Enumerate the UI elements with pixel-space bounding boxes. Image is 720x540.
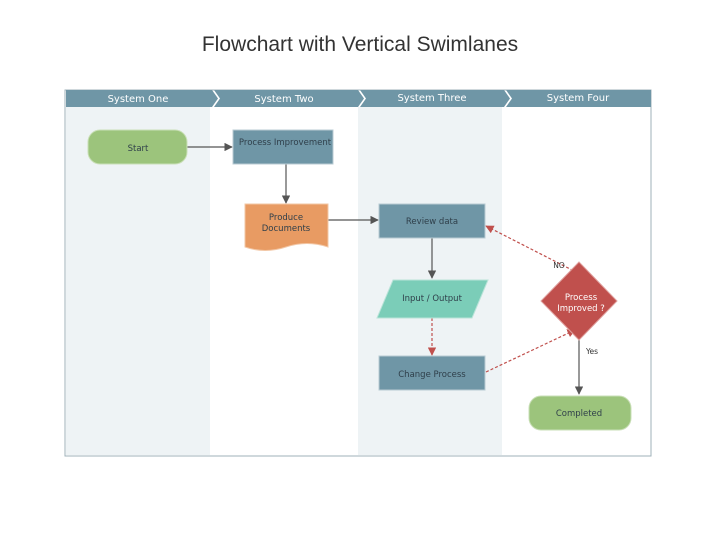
completed-label: Completed	[556, 409, 602, 419]
decision-node: Process Improved ?	[540, 261, 618, 341]
input-output-label: Input / Output	[402, 294, 462, 304]
process-improvement-node: Process Improvement	[232, 129, 334, 165]
change-process-label: Change Process	[398, 370, 466, 380]
lane-label-one: System One	[108, 94, 169, 105]
lane-header-three	[360, 90, 510, 107]
connectors	[187, 142, 584, 395]
diagram-title: Flowchart with Vertical Swimlanes	[201, 33, 519, 56]
decision-line2: Improved ?	[557, 304, 605, 314]
completed-node: Completed	[528, 395, 632, 431]
change-process-node: Change Process	[378, 355, 486, 391]
input-output-node: Input / Output	[376, 279, 489, 319]
edge-label-no: NO	[553, 261, 565, 270]
lane-bg-two	[212, 107, 356, 455]
produce-documents-node: Produce Documents	[244, 203, 329, 251]
produce-documents-line2: Documents	[262, 224, 311, 234]
lane-label-two: System Two	[254, 94, 313, 105]
edge-label-yes: Yes	[585, 347, 598, 356]
edge-review-data-to-decision-no	[485, 225, 575, 272]
lane-bg-one	[66, 107, 210, 455]
lane-headers: System One System Two System Three Syste…	[66, 90, 651, 107]
decision-line1: Process	[565, 293, 598, 303]
review-data-node: Review data	[378, 203, 486, 239]
produce-documents-line1: Produce	[269, 213, 303, 223]
lane-label-four: System Four	[547, 93, 610, 104]
edge-change-process-to-decision	[485, 329, 576, 373]
lane-header-one	[66, 90, 218, 107]
start-node: Start	[87, 129, 188, 165]
process-improvement-label: Process Improvement	[239, 138, 332, 148]
start-node-label: Start	[128, 144, 149, 154]
lane-header-two	[214, 90, 364, 107]
lane-label-three: System Three	[397, 93, 466, 104]
review-data-label: Review data	[406, 217, 458, 227]
lane-header-four	[506, 90, 651, 107]
